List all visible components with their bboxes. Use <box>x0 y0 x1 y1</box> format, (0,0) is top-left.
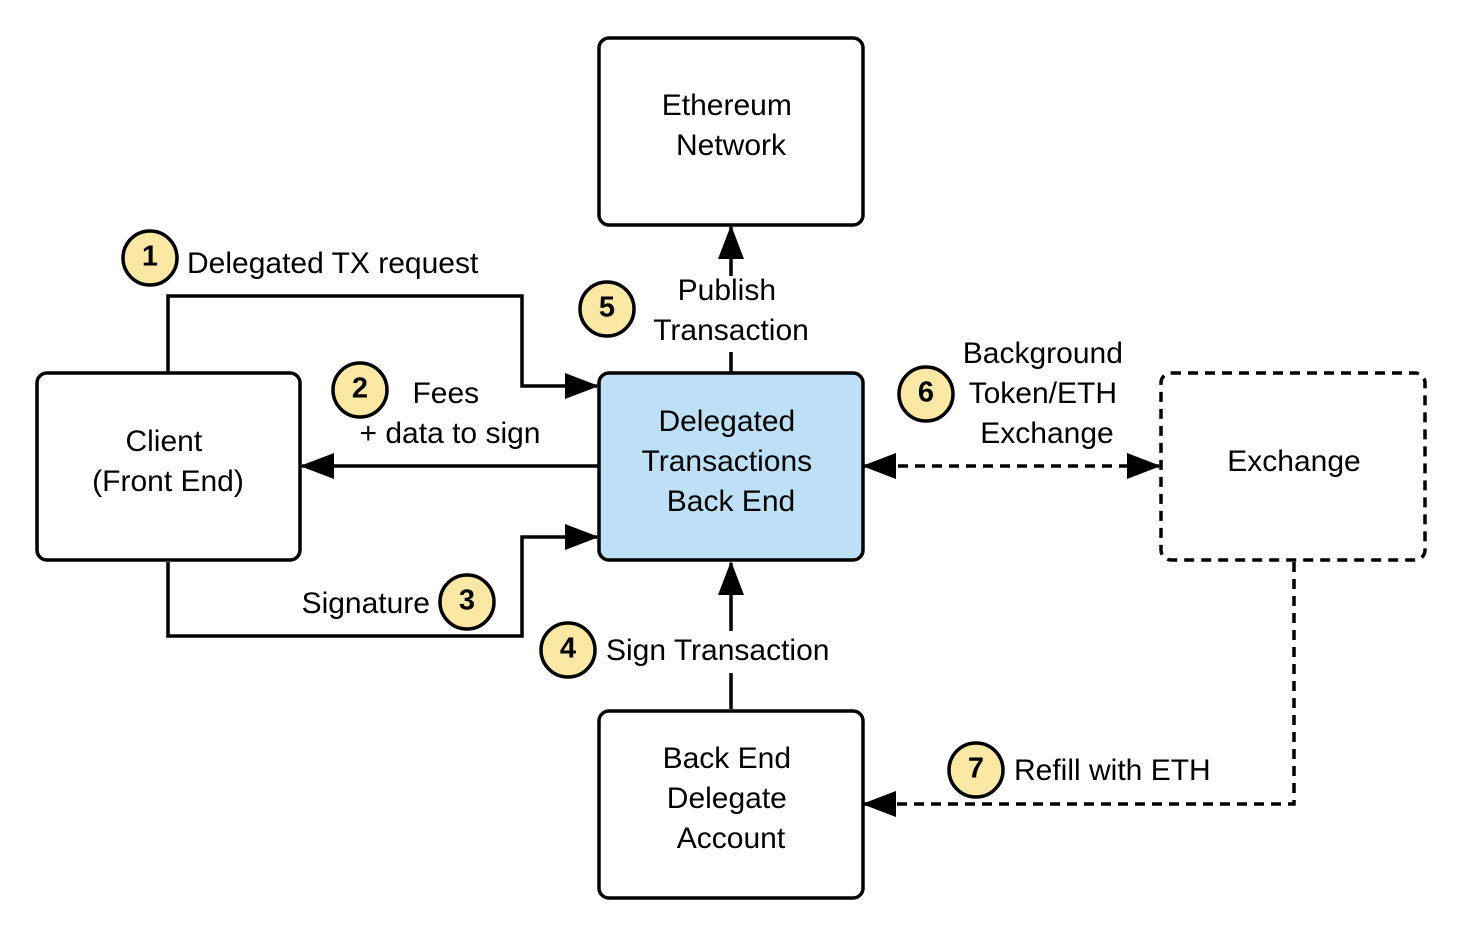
edge-label-step4: Sign Transaction <box>606 634 829 667</box>
edge-label-step7: Refill with ETH <box>1014 754 1211 787</box>
edge-label-step3: Signature <box>302 587 430 620</box>
node-delegate-account-label: Back End Delegate Account <box>663 742 800 855</box>
nodes: Ethereum Network Client (Front End) Dele… <box>35 36 1427 900</box>
publish-label-background <box>640 276 822 352</box>
sign-label-background <box>600 631 862 673</box>
node-delegate-account: Back End Delegate Account <box>597 709 865 900</box>
step-badge-2: 2 <box>331 361 389 419</box>
svg-text:2: 2 <box>352 373 368 405</box>
node-delegated-backend: Delegated Transactions Back End <box>597 371 865 562</box>
node-client: Client (Front End) <box>35 371 302 562</box>
step-badge-1: 1 <box>121 229 179 287</box>
edge-label-step6: Background Token/ETH Exchange <box>963 337 1131 450</box>
node-exchange: Exchange <box>1159 371 1427 562</box>
edge-delegated-tx-request <box>166 294 599 399</box>
node-exchange-label: Exchange <box>1227 445 1360 478</box>
node-client-label: Client (Front End) <box>92 425 244 498</box>
edge-label-step2: Fees + data to sign <box>360 377 541 450</box>
step-badge-4: 4 <box>539 621 597 679</box>
node-delegated-backend-label: Delegated Transactions Back End <box>642 405 821 518</box>
step-badge-3: 3 <box>438 573 496 631</box>
step-badge-5: 5 <box>578 280 636 338</box>
edge-label-step1: Delegated TX request <box>187 247 479 280</box>
svg-text:5: 5 <box>599 292 615 324</box>
edge-labels: Delegated TX request Fees + data to sign… <box>187 247 1211 787</box>
node-ethereum-network-label: Ethereum Network <box>662 89 800 162</box>
step-badge-7: 7 <box>947 741 1005 799</box>
edge-refill-with-eth <box>862 562 1296 817</box>
svg-text:6: 6 <box>918 377 934 409</box>
node-ethereum-network: Ethereum Network <box>597 36 865 227</box>
step-badge-6: 6 <box>897 365 955 423</box>
svg-text:7: 7 <box>968 753 984 785</box>
svg-text:3: 3 <box>459 585 475 617</box>
svg-text:4: 4 <box>560 633 576 665</box>
edge-label-step5: Publish Transaction <box>653 274 809 347</box>
step-badges: 1 2 3 4 5 6 7 <box>121 229 1005 799</box>
edge-signature <box>166 524 599 638</box>
svg-text:1: 1 <box>142 241 158 273</box>
